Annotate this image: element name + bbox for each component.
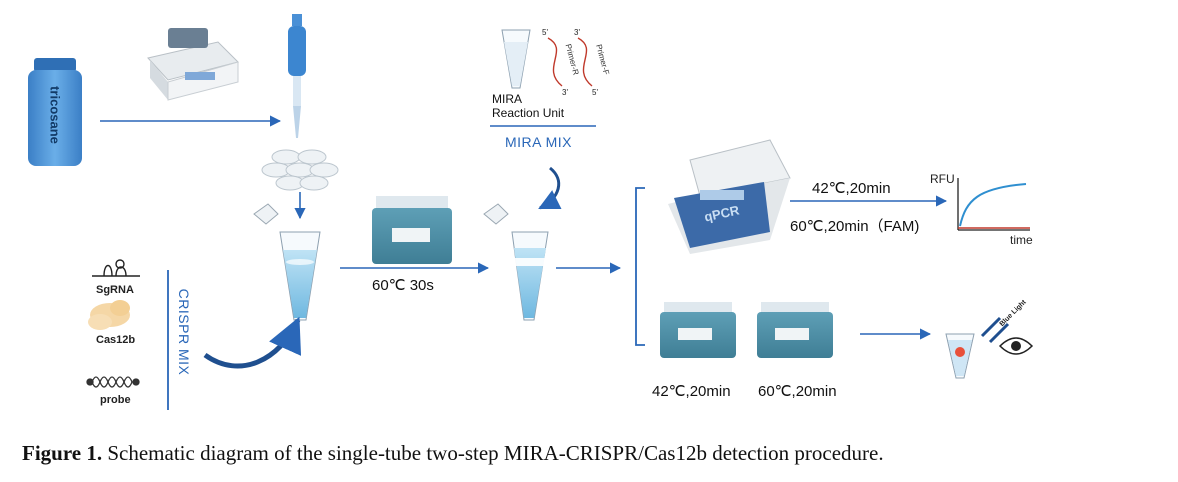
primer-r-5prime: 5' <box>542 28 548 37</box>
blue-light-arrows <box>980 316 1010 344</box>
heater-block-60 <box>757 302 833 358</box>
heater-block-middle <box>372 196 452 264</box>
qpcr-step2-label: 60℃,20min（FAM) <box>790 218 920 235</box>
primer-r-3prime: 3' <box>562 88 568 97</box>
pipette-icon <box>288 14 306 138</box>
wax-discs <box>261 149 339 191</box>
eye-icon <box>998 337 1034 355</box>
rfu-plot <box>957 178 1030 231</box>
heating-block-device <box>147 28 239 101</box>
cas12b-label: Cas12b <box>96 334 136 346</box>
arrow-crispr-to-tube <box>203 316 302 369</box>
qpcr-step1-label: 42℃,20min <box>812 180 891 197</box>
plot-ylabel: RFU <box>930 172 955 186</box>
probe-icon <box>86 376 140 388</box>
tricosane-bottle <box>28 58 82 166</box>
primer-f-5prime: 5' <box>592 88 598 97</box>
primer-strands <box>547 37 593 87</box>
branch-bracket <box>635 187 645 346</box>
mira-reaction-unit-label: MIRA Reaction Unit <box>492 92 565 120</box>
plot-positive-curve <box>959 183 1027 227</box>
crispr-mix-label: CRISPR MIX <box>176 288 192 376</box>
caption-text: Schematic diagram of the single-tube two… <box>107 441 884 465</box>
incubation-label: 60℃ 30s <box>372 277 434 294</box>
caption-prefix: Figure 1. <box>22 441 103 465</box>
sgrna-icon <box>92 259 140 277</box>
plot-xlabel: time <box>1010 233 1033 247</box>
primer-f-3prime: 3' <box>574 28 580 37</box>
block-step2-label: 60℃,20min <box>758 383 837 400</box>
workflow-diagram <box>28 14 1034 410</box>
figure-caption: Figure 1. Schematic diagram of the singl… <box>22 441 1172 466</box>
arrow-mira-to-tube2 <box>538 166 562 210</box>
tube-1 <box>253 203 321 321</box>
cas12b-icon <box>88 300 130 330</box>
diagram-stage: tricosane SgRNA Cas12b probe CRISPR MIX … <box>28 14 1034 410</box>
probe-label: probe <box>100 394 131 406</box>
result-tube <box>945 333 975 379</box>
mira-mix-label: MIRA MIX <box>505 134 573 150</box>
heater-block-42 <box>660 302 736 358</box>
block-step1-label: 42℃,20min <box>652 383 731 400</box>
tube-2 <box>483 203 549 321</box>
mira-tube <box>501 29 531 89</box>
qpcr-instrument <box>668 139 791 254</box>
tricosane-label: tricosane <box>47 86 63 144</box>
sgrna-label: SgRNA <box>96 284 134 296</box>
